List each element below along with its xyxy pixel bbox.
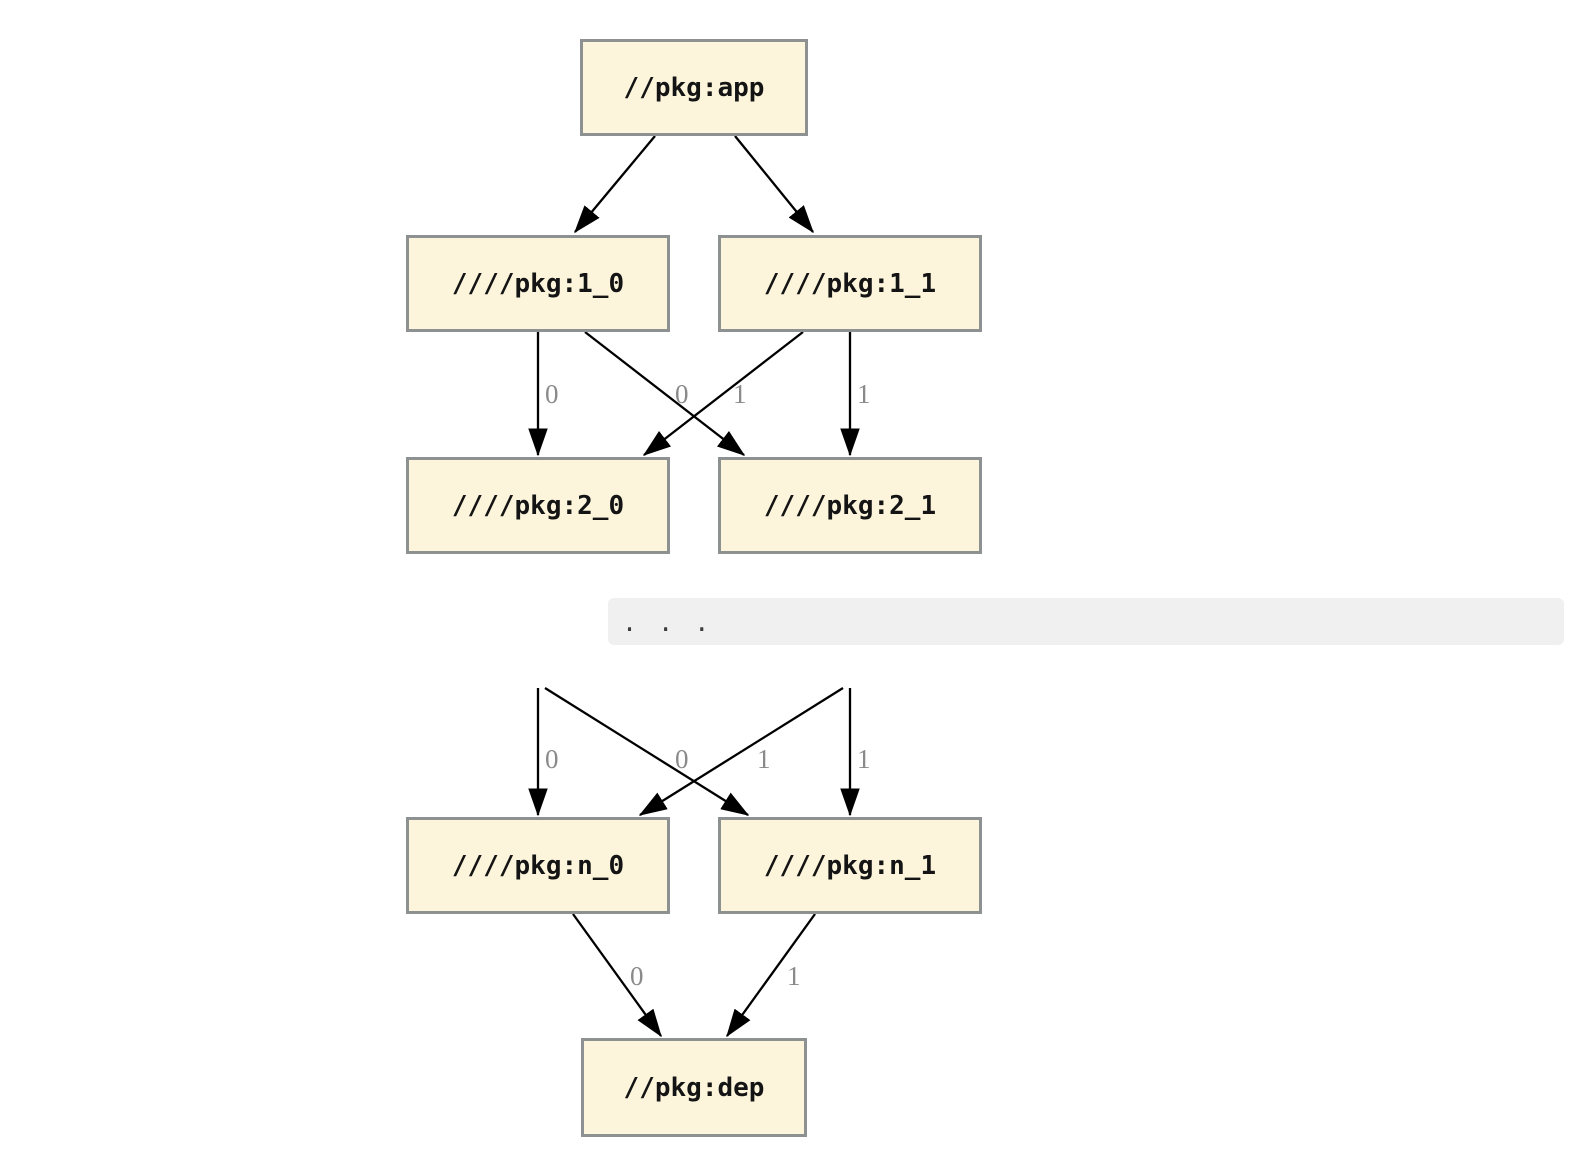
edge-1_0-to-2_1 bbox=[584, 331, 746, 456]
node-pkg-2_1: ////pkg:2_1 bbox=[718, 457, 982, 554]
edge-label-1_1-2_1: 1 bbox=[857, 379, 871, 409]
edge-label-1_0-2_1: 0 bbox=[675, 379, 689, 409]
edge-n_1-to-dep bbox=[726, 913, 816, 1038]
edge-ellipsis-to-n_0-cross bbox=[638, 687, 844, 816]
edge-label-n_1-dep: 1 bbox=[787, 961, 801, 991]
edge-1_1-to-2_0 bbox=[642, 331, 804, 456]
node-pkg-app: //pkg:app bbox=[580, 39, 808, 136]
node-pkg-n_1-label: ////pkg:n_1 bbox=[763, 850, 937, 881]
node-pkg-n_0: ////pkg:n_0 bbox=[406, 817, 670, 914]
edge-ellipsis-to-n_1-cross bbox=[544, 687, 750, 816]
node-pkg-2_0: ////pkg:2_0 bbox=[406, 457, 670, 554]
node-pkg-1_1-label: ////pkg:1_1 bbox=[763, 268, 937, 299]
edge-label-ellipsis-n_1: 1 bbox=[857, 744, 871, 774]
node-pkg-dep: //pkg:dep bbox=[581, 1038, 807, 1137]
edge-label-n_0-dep: 0 bbox=[630, 961, 644, 991]
edge-app-to-1_0 bbox=[574, 135, 656, 234]
edge-app-to-1_1 bbox=[734, 135, 814, 234]
edge-label-1_0-2_0: 0 bbox=[545, 379, 559, 409]
ellipsis-code-block: . . . bbox=[608, 598, 1564, 645]
node-pkg-2_1-label: ////pkg:2_1 bbox=[763, 490, 937, 521]
edge-n_0-to-dep bbox=[572, 913, 662, 1038]
node-pkg-dep-label: //pkg:dep bbox=[623, 1072, 765, 1103]
node-pkg-1_0: ////pkg:1_0 bbox=[406, 235, 670, 332]
node-pkg-1_0-label: ////pkg:1_0 bbox=[451, 268, 625, 299]
edge-label-ellipsis-n_1-cross: 0 bbox=[675, 744, 689, 774]
node-pkg-n_1: ////pkg:n_1 bbox=[718, 817, 982, 914]
edge-label-ellipsis-n_0: 0 bbox=[545, 744, 559, 774]
node-pkg-app-label: //pkg:app bbox=[623, 72, 765, 103]
edge-label-ellipsis-n_0-cross: 1 bbox=[757, 744, 771, 774]
node-pkg-2_0-label: ////pkg:2_0 bbox=[451, 490, 625, 521]
node-pkg-n_0-label: ////pkg:n_0 bbox=[451, 850, 625, 881]
edge-label-1_1-2_0: 1 bbox=[733, 379, 747, 409]
node-pkg-1_1: ////pkg:1_1 bbox=[718, 235, 982, 332]
